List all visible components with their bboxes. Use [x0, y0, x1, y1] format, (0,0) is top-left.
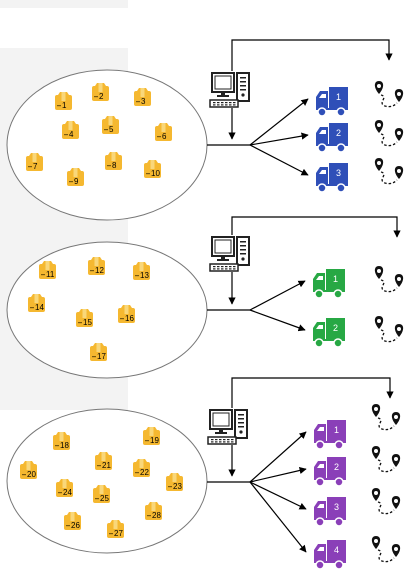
package-number: 26 — [71, 521, 80, 530]
route-pin-icon — [371, 536, 401, 563]
delivery-truck-icon: 2 — [313, 318, 345, 348]
package-icon: 11 — [39, 261, 56, 279]
package-number: 18 — [60, 441, 69, 450]
truck-number: 2 — [333, 323, 338, 333]
package-number: 9 — [74, 177, 79, 186]
package-icon: 18 — [53, 432, 70, 450]
package-icon: 2 — [92, 83, 109, 101]
package-icon: 8 — [105, 152, 122, 170]
truck-number: 2 — [334, 462, 339, 472]
delivery-truck-icon: 1 — [316, 87, 348, 117]
route-pin-icon — [371, 488, 401, 515]
route-pin-icon — [374, 316, 404, 343]
group-1: 1 2 3 4 5 6 7 8 9 10 1 2 3 — [6, 39, 404, 221]
route-pin-icon — [374, 120, 404, 147]
package-number: 14 — [35, 303, 44, 312]
computer-icon — [209, 72, 250, 108]
package-number: 10 — [151, 169, 160, 178]
package-icon: 27 — [107, 520, 124, 538]
package-number: 8 — [112, 161, 117, 170]
truck-number: 1 — [333, 274, 338, 284]
package-icon: 25 — [93, 485, 110, 503]
route-pin-icon — [374, 158, 404, 185]
computer-icon — [209, 236, 250, 272]
delivery-truck-icon: 3 — [316, 163, 348, 193]
delivery-truck-icon: 3 — [314, 497, 346, 527]
package-icon: 19 — [143, 427, 160, 445]
package-icon: 7 — [26, 153, 43, 171]
package-icon: 13 — [133, 262, 150, 280]
package-number: 12 — [95, 266, 104, 275]
package-number: 27 — [114, 529, 123, 538]
route-pin-icon — [374, 266, 404, 293]
truck-number: 3 — [334, 502, 339, 512]
package-number: 2 — [99, 92, 104, 101]
truck-number: 3 — [336, 168, 341, 178]
package-number: 1 — [62, 101, 67, 110]
package-icon: 24 — [56, 479, 73, 497]
route-pin-icon — [371, 446, 401, 473]
package-icon: 28 — [145, 502, 162, 520]
package-number: 17 — [97, 352, 106, 361]
package-icon: 12 — [88, 257, 105, 275]
package-icon: 17 — [90, 343, 107, 361]
package-icon: 26 — [64, 512, 81, 530]
route-pin-icon — [371, 404, 401, 431]
package-number: 20 — [27, 470, 36, 479]
package-number: 6 — [162, 132, 167, 141]
route-pin-icon — [374, 81, 404, 108]
package-number: 23 — [173, 482, 182, 491]
truck-number: 1 — [334, 425, 339, 435]
package-number: 13 — [140, 271, 149, 280]
package-icon: 20 — [20, 461, 37, 479]
package-icon: 9 — [67, 168, 84, 186]
package-icon: 21 — [95, 452, 112, 470]
package-number: 22 — [140, 468, 149, 477]
package-number: 16 — [125, 314, 134, 323]
package-icon: 4 — [62, 121, 79, 139]
package-icon: 15 — [76, 309, 93, 327]
delivery-truck-icon: 2 — [316, 123, 348, 153]
package-icon: 22 — [133, 459, 150, 477]
package-icon: 6 — [155, 123, 172, 141]
truck-number: 4 — [334, 545, 339, 555]
package-number: 4 — [69, 130, 74, 139]
delivery-truck-icon: 2 — [314, 457, 346, 487]
package-icon: 5 — [102, 116, 119, 134]
package-icon: 14 — [28, 294, 45, 312]
package-number: 24 — [63, 488, 72, 497]
package-number: 21 — [102, 461, 111, 470]
delivery-truck-icon: 1 — [314, 420, 346, 450]
truck-number: 2 — [336, 128, 341, 138]
package-number: 5 — [109, 125, 114, 134]
package-number: 15 — [83, 318, 92, 327]
delivery-truck-icon: 4 — [314, 540, 346, 570]
package-icon: 3 — [134, 88, 151, 106]
package-icon: 23 — [166, 473, 183, 491]
package-number: 28 — [152, 511, 161, 520]
package-icon: 1 — [55, 92, 72, 110]
package-icon: 10 — [144, 160, 161, 178]
package-number: 3 — [141, 97, 146, 106]
package-number: 25 — [100, 494, 109, 503]
package-number: 19 — [150, 436, 159, 445]
package-number: 7 — [33, 162, 38, 171]
package-icon: 16 — [118, 305, 135, 323]
computer-icon — [207, 409, 248, 445]
delivery-truck-icon: 1 — [313, 269, 345, 299]
truck-number: 1 — [336, 92, 341, 102]
package-number: 11 — [46, 270, 55, 279]
